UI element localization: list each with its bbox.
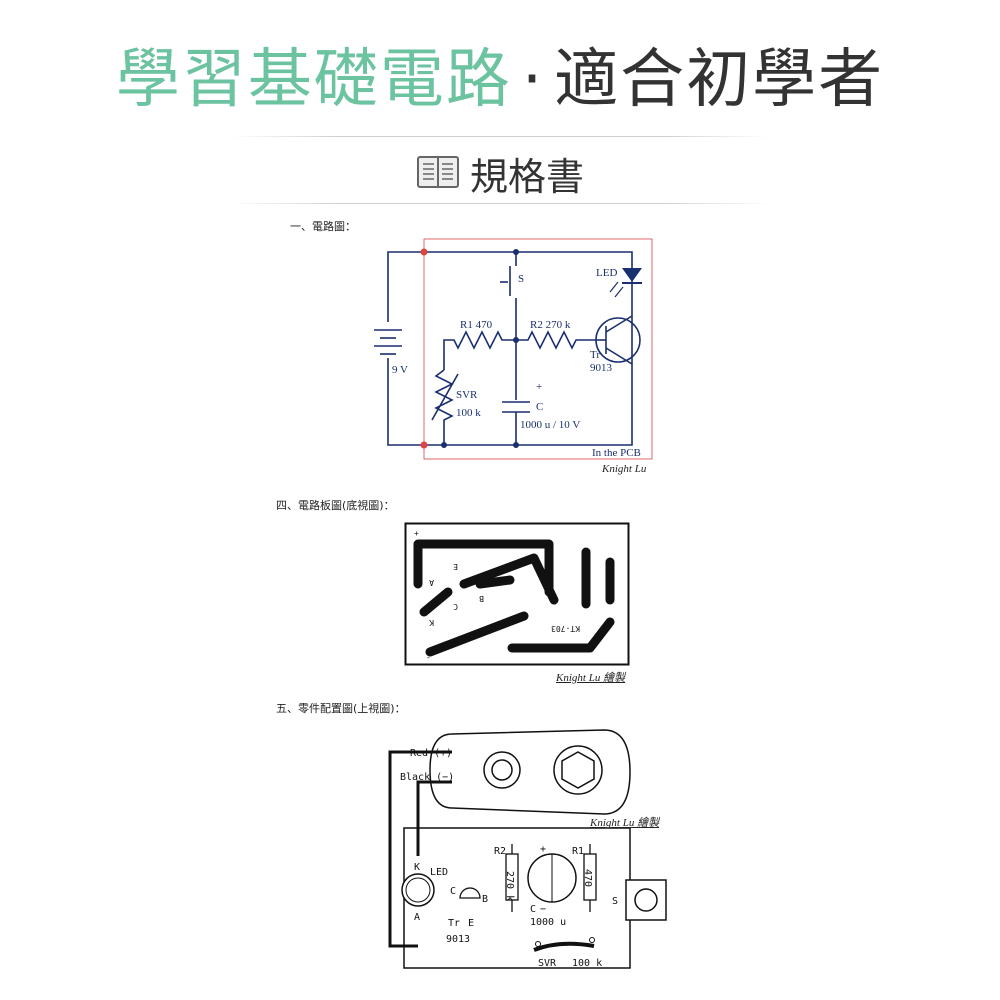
layout-svr-label: SVR (538, 958, 557, 969)
layout-led-label: LED (430, 867, 448, 878)
r2-label: R2 270 k (530, 319, 571, 331)
layout-r2-value: 270 k (504, 871, 515, 901)
layout-r1-label: R1 (572, 846, 584, 857)
schematic-signature: Knight Lu (601, 463, 647, 475)
spec-heading: 規格書 (0, 146, 1000, 201)
divider-bottom (230, 203, 770, 204)
layout-r1-value: 470 (582, 869, 593, 887)
pcb-a-label: A (429, 578, 434, 587)
pcb-credit: Knight Lu 繪製 (556, 672, 626, 684)
r1-label: R1 470 (460, 319, 493, 331)
spec-label: 規格書 (469, 155, 584, 199)
layout-b-label: B (482, 894, 488, 905)
pcb-e-label: E (453, 562, 458, 571)
layout-s-label: S (612, 896, 618, 907)
layout-c-label: C (450, 886, 456, 897)
transistor-part-label: 9013 (590, 362, 613, 374)
layout-credit: Knight Lu 繪製 (590, 817, 660, 829)
section-layout-label: 五、零件配置圖(上視圖)： (276, 702, 406, 715)
layout-cap-value: 1000 u (530, 917, 566, 928)
pcb-minus-label: - (426, 653, 431, 662)
layout-cap-minus: − (540, 904, 546, 915)
layout-tr-label: Tr (448, 918, 460, 929)
component-layout: Red (+) Black (−) K LED A C B Tr E 9013 … (388, 729, 667, 969)
battery-label: 9 V (392, 364, 408, 376)
pcb-k-label: K (429, 618, 434, 627)
layout-r2-label: R2 (494, 846, 506, 857)
title-main: 學習基礎電路 (115, 43, 512, 117)
page-title: 學習基礎電路·適合初學者 (0, 28, 1000, 120)
in-pcb-label: In the PCB (592, 447, 641, 459)
layout-black-label: Black (−) (400, 772, 454, 783)
pcb-c-label: C (453, 602, 458, 611)
switch-label: S (518, 273, 524, 285)
layout-svr-value: 100 k (572, 958, 602, 969)
svr-value-label: 100 k (456, 407, 481, 419)
cap-name-label: C (536, 401, 543, 413)
section-pcb-label: 四、電路板圖(底視圖)： (276, 499, 395, 512)
section-circuit-label: 一、電路圖： (290, 220, 356, 233)
cap-value-label: 1000 u / 10 V (520, 419, 580, 431)
pcb-model-label: KT-703 (551, 624, 580, 633)
pcb-b-label: B (479, 594, 484, 603)
cap-plus-label: + (536, 381, 542, 393)
layout-red-label: Red (+) (410, 748, 452, 759)
pcb-plus-label: + (414, 529, 419, 538)
layout-cap-c: C (530, 904, 536, 915)
layout-k-label: K (414, 862, 420, 873)
circuit-schematic: S LED R1 470 R2 270 k Tr 9013 9 V SVR 10… (374, 238, 653, 475)
led-label: LED (596, 267, 617, 279)
layout-part-label: 9013 (446, 934, 470, 945)
book-icon (416, 153, 460, 195)
svr-name-label: SVR (456, 389, 478, 401)
layout-e-label: E (468, 918, 474, 929)
divider-top (230, 136, 770, 137)
title-dot: · (521, 43, 545, 117)
transistor-tr-label: Tr (590, 349, 600, 361)
layout-a-label: A (414, 912, 420, 923)
layout-cap-plus: + (540, 844, 546, 855)
title-sub: 適合初學者 (554, 43, 885, 117)
pcb-bottom-view: + - E A B C K KT-703 (404, 522, 630, 666)
